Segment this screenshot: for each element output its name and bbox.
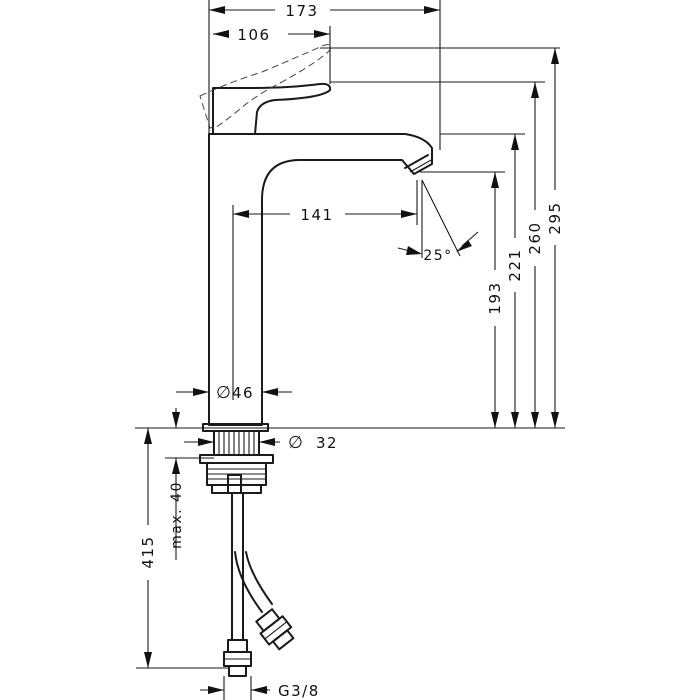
dimension-415: 415 bbox=[136, 428, 228, 669]
dimension-221: 221 bbox=[506, 134, 524, 428]
label-thread: G3/8 bbox=[278, 682, 320, 700]
label-106: 106 bbox=[237, 26, 270, 44]
dimension-106: 106 bbox=[213, 26, 331, 84]
height-reference-lines bbox=[135, 47, 565, 429]
diameter-symbol-32: ∅ bbox=[288, 433, 303, 453]
label-415: 415 bbox=[139, 535, 157, 568]
dimension-deck-thickness: max. 40 bbox=[165, 408, 214, 560]
lever-handle bbox=[212, 82, 332, 135]
label-32: 32 bbox=[316, 434, 338, 452]
mounting-base bbox=[199, 423, 274, 494]
dimension-295: 295 bbox=[546, 48, 564, 428]
dimension-thread: G3/8 bbox=[200, 676, 320, 700]
dimension-173: 173 bbox=[208, 0, 441, 150]
label-221: 221 bbox=[506, 248, 524, 281]
faucet-body bbox=[208, 133, 434, 426]
dimension-141: 141 bbox=[232, 180, 418, 400]
label-max-40: max. 40 bbox=[169, 481, 185, 549]
label-193: 193 bbox=[486, 281, 504, 314]
dimension-193: 193 bbox=[486, 172, 504, 428]
dimension-angle: 25° bbox=[397, 179, 479, 264]
diameter-symbol-46: ∅ bbox=[216, 383, 231, 403]
label-46: 46 bbox=[232, 384, 254, 402]
label-173: 173 bbox=[285, 2, 318, 20]
label-295: 295 bbox=[546, 201, 564, 234]
label-260: 260 bbox=[526, 221, 544, 254]
dimension-diameter-46: ∅ 46 bbox=[176, 383, 292, 403]
label-141: 141 bbox=[300, 206, 333, 224]
label-angle: 25° bbox=[423, 248, 452, 264]
lever-handle-open-position bbox=[199, 44, 332, 129]
supply-hoses bbox=[223, 492, 295, 677]
dimension-diameter-32: ∅ 32 bbox=[184, 433, 338, 453]
dimension-260: 260 bbox=[526, 82, 544, 428]
